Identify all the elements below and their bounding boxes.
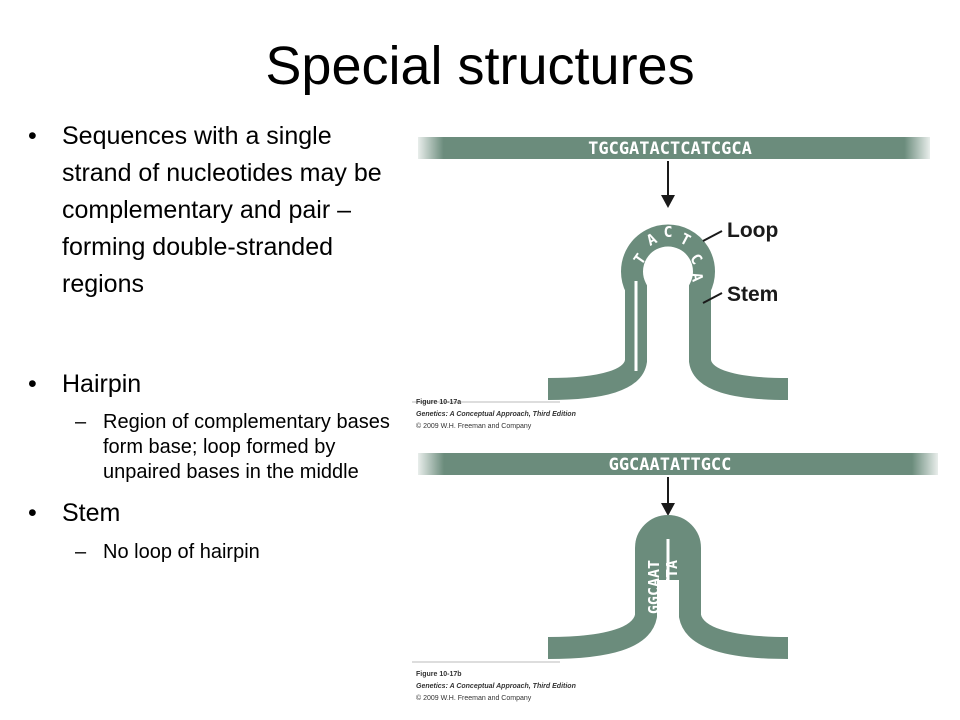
slide-title: Special structures xyxy=(265,36,695,96)
figure-caption-book: Genetics: A Conceptual Approach, Third E… xyxy=(416,683,576,690)
bullet-dot: • xyxy=(28,122,37,150)
arrow-head-icon xyxy=(661,195,675,208)
figure-b: GGCAATATTGCC GGCAAT CCGTTA Figure 10-17b… xyxy=(412,453,938,702)
figure-caption-copyright: © 2009 W.H. Freeman and Company xyxy=(416,422,532,430)
loop-base: A xyxy=(687,271,706,283)
stem-label: Stem xyxy=(727,283,778,306)
loop-base: C xyxy=(663,223,672,241)
sub-bullet-hairpin-desc: – Region of complementary bases form bas… xyxy=(28,410,398,485)
bullet-item-hairpin: • Hairpin xyxy=(28,366,398,403)
bullet-item-stem: • Stem xyxy=(28,495,398,532)
single-strand-bar xyxy=(418,137,930,159)
loop-label: Loop xyxy=(727,219,778,242)
arrow-head-icon xyxy=(661,503,675,516)
strand-sequence-label: GGCAATATTGCC xyxy=(609,455,732,475)
hairpin-strand xyxy=(547,224,789,400)
sub-bullet-dash: – xyxy=(75,411,87,433)
sub-bullet-text: No loop of hairpin xyxy=(103,541,260,563)
single-strand-bar xyxy=(418,453,938,475)
stem-right-sequence: TCGCA xyxy=(670,324,688,369)
figure-caption-number: Figure 10-17a xyxy=(416,399,461,406)
strand-sequence-label: TGCGATACTCATCGCA xyxy=(588,139,752,159)
bullet-list: • Sequences with a single strand of nucl… xyxy=(28,118,398,565)
figure-caption-copyright: © 2009 W.H. Freeman and Company xyxy=(416,694,532,702)
bullet-dot: • xyxy=(28,499,37,527)
stem-right-sequence: CCGTTA xyxy=(663,560,681,614)
sub-bullet-stem-desc: – No loop of hairpin xyxy=(28,540,398,565)
bullet-text: Stem xyxy=(62,499,121,527)
figure-caption-number: Figure 10-17b xyxy=(416,671,462,678)
stem-pointer-line xyxy=(702,292,723,304)
hairpin-stem-figures: TGCGATACTCATCGCA TGCGA TCGCA T A C T C A… xyxy=(412,137,938,702)
loop-pointer-line xyxy=(702,230,723,242)
figure-caption-book: Genetics: A Conceptual Approach, Third E… xyxy=(416,411,576,418)
bullet-text: Sequences with a single strand of nucleo… xyxy=(62,122,382,298)
figure-a: TGCGATACTCATCGCA TGCGA TCGCA T A C T C A… xyxy=(412,137,930,430)
bullet-text: Hairpin xyxy=(62,370,142,398)
sub-bullet-text: Region of complementary bases form base;… xyxy=(103,411,390,483)
sub-bullet-dash: – xyxy=(75,541,87,563)
bullet-dot: • xyxy=(28,370,37,398)
stem-left-sequence: TGCGA xyxy=(648,324,666,369)
bullet-item-sequences: • Sequences with a single strand of nucl… xyxy=(28,118,398,303)
stem-left-sequence: GGCAAT xyxy=(645,560,663,614)
